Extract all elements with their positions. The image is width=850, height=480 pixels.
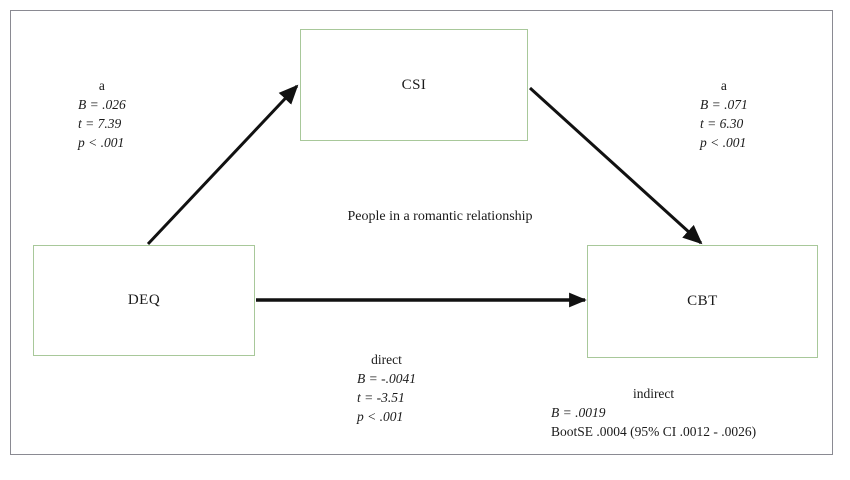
group-title: People in a romantic relationship <box>347 209 533 224</box>
arrow-deq-to-csi <box>146 84 299 246</box>
stats-a-left-label: a <box>98 78 105 93</box>
stats-path-a-right: a B = .071 t = 6.30 p < .001 <box>700 76 748 153</box>
node-cbt[interactable]: CBT <box>587 245 818 358</box>
stats-indirect-b: B = .0019 <box>551 405 606 421</box>
node-csi[interactable]: CSI <box>300 29 528 141</box>
node-deq[interactable]: DEQ <box>33 245 255 356</box>
stats-indirect-label: indirect <box>632 386 675 401</box>
node-csi-label: CSI <box>401 76 427 93</box>
stats-direct-b: B = -.0041 <box>357 371 416 387</box>
stats-a-left-b: B = .026 <box>78 97 126 113</box>
stats-direct-t: t = -3.51 <box>357 390 405 406</box>
stats-path-a-left: a B = .026 t = 7.39 p < .001 <box>78 76 126 153</box>
stats-a-left-p: p < .001 <box>78 135 125 151</box>
stats-a-right-p: p < .001 <box>700 135 747 151</box>
stats-a-left-t: t = 7.39 <box>78 116 122 132</box>
stats-path-indirect: indirect B = .0019 BootSE .0004 (95% CI … <box>551 384 756 441</box>
stats-direct-label: direct <box>371 352 402 367</box>
stats-indirect-bootse: BootSE .0004 (95% CI .0012 - .0026) <box>551 424 757 440</box>
node-cbt-label: CBT <box>687 293 718 309</box>
stats-a-right-b: B = .071 <box>700 97 748 113</box>
arrow-csi-to-cbt <box>528 86 703 245</box>
stats-direct-p: p < .001 <box>357 409 404 425</box>
stats-a-right-label: a <box>720 78 727 93</box>
stats-a-right-t: t = 6.30 <box>700 116 744 132</box>
stats-path-direct: direct B = -.0041 t = -3.51 p < .001 <box>357 350 416 427</box>
node-deq-label: DEQ <box>127 292 161 308</box>
